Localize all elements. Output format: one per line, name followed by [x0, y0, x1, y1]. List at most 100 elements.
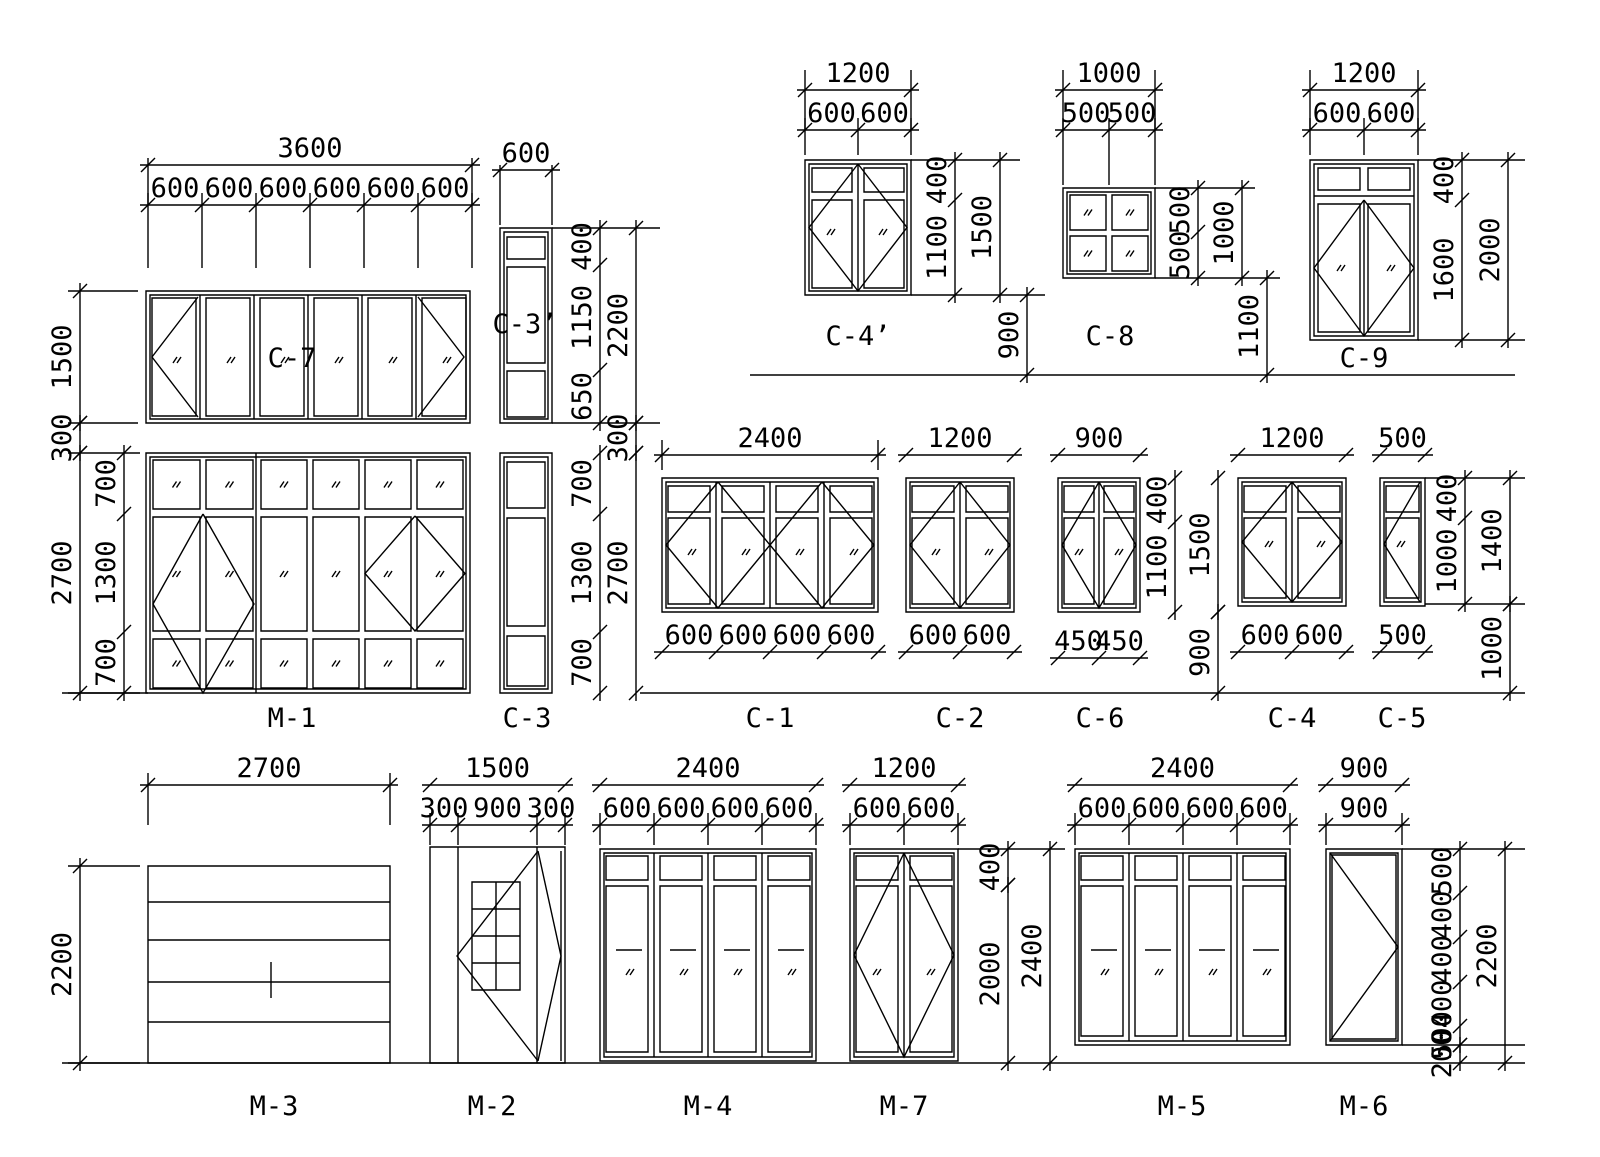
- dimension-value: 600: [1239, 793, 1288, 824]
- glass-pane: [1332, 855, 1396, 1039]
- dimension-value: 700: [567, 459, 598, 508]
- glazing-mark: [226, 482, 230, 488]
- dimension-tick: [899, 645, 913, 659]
- dimension-tick: [629, 416, 643, 430]
- glass-pane: [1368, 204, 1410, 332]
- dimension-value: 300: [47, 414, 78, 463]
- glazing-mark: [173, 482, 177, 488]
- glazing-mark: [854, 549, 858, 555]
- glass-pane: [1243, 886, 1285, 1036]
- dimension-value: 300: [603, 414, 634, 463]
- dimension-tick: [1231, 645, 1245, 659]
- swing-line: [538, 851, 561, 1061]
- glazing-mark: [173, 357, 177, 363]
- glazing-mark: [927, 969, 931, 975]
- glazing-mark: [1337, 265, 1341, 271]
- glazing-mark: [332, 571, 336, 577]
- dimension-tick: [1168, 515, 1182, 529]
- glazing-mark: [1265, 541, 1269, 547]
- glass-pane: [768, 856, 810, 880]
- dimension-tick: [1211, 605, 1225, 619]
- element-label: C-5: [1378, 703, 1427, 734]
- glazing-mark: [1079, 549, 1083, 555]
- dimension-tick: [117, 625, 131, 639]
- glass-pane: [1386, 486, 1419, 512]
- dimension-value: 450: [1054, 626, 1103, 657]
- dimension-value: 2000: [1475, 217, 1506, 282]
- glass-pane: [1298, 518, 1340, 598]
- glass-pane: [1298, 486, 1340, 512]
- glazing-mark: [684, 969, 688, 975]
- dimension-value: 600: [827, 620, 876, 651]
- dimension-tick: [1373, 645, 1387, 659]
- glass-pane: [1189, 856, 1231, 880]
- dimension-value: 2700: [47, 540, 78, 605]
- dimension-value: 700: [567, 638, 598, 687]
- dimension-tick: [1211, 471, 1225, 485]
- glass-pane: [1318, 204, 1360, 332]
- dimension-value: 700: [91, 459, 122, 508]
- dimension-value: 900: [1340, 753, 1389, 784]
- glass-pane: [507, 371, 545, 417]
- glazing-mark: [436, 482, 440, 488]
- dimension-tick: [593, 446, 607, 460]
- glazing-mark: [1115, 549, 1119, 555]
- element-label: M-7: [880, 1091, 929, 1122]
- dimension-value: 600: [711, 793, 760, 824]
- glass-pane: [313, 460, 359, 509]
- glass-pane: [1104, 518, 1134, 604]
- glazing-mark: [227, 357, 231, 363]
- glazing-mark: [280, 482, 284, 488]
- glass-pane: [812, 200, 852, 288]
- glass-pane: [153, 639, 200, 688]
- glazing-mark: [1105, 969, 1109, 975]
- dimension-value: 2700: [236, 753, 301, 784]
- dimension-tick: [1001, 878, 1015, 892]
- glass-pane: [856, 856, 898, 880]
- dimension-tick: [593, 625, 607, 639]
- glass-pane: [261, 517, 307, 631]
- dimension-value: 600: [657, 793, 706, 824]
- glass-pane: [910, 886, 952, 1052]
- dimension-tick: [1319, 778, 1333, 792]
- glazing-mark: [1321, 541, 1325, 547]
- frame-rect: [1380, 478, 1425, 606]
- glass-pane: [365, 639, 411, 688]
- glazing-mark: [626, 969, 630, 975]
- dimension-tick: [1453, 975, 1467, 989]
- glazing-mark: [1213, 969, 1217, 975]
- dimension-tick: [1051, 651, 1065, 665]
- frame-rect: [850, 849, 958, 1061]
- dimension-value: 500: [1108, 98, 1157, 129]
- dimension-value: 1200: [1259, 423, 1324, 454]
- frame-rect: [150, 457, 466, 689]
- swing-line: [1062, 482, 1136, 608]
- swing-line: [666, 482, 770, 608]
- dimension-tick: [1418, 448, 1432, 462]
- glass-pane: [912, 486, 954, 512]
- glass-pane: [1064, 486, 1094, 512]
- glazing-mark: [447, 357, 451, 363]
- swing-line: [153, 514, 254, 693]
- dimension-value: 300: [420, 793, 469, 824]
- dimension-value: 500: [1427, 847, 1458, 896]
- dimension-tick: [763, 645, 777, 659]
- dimension-tick: [629, 446, 643, 460]
- frame-rect: [1310, 160, 1418, 340]
- glazing-mark: [440, 661, 444, 667]
- dimension-value: 600: [259, 173, 308, 204]
- glazing-mark: [388, 661, 392, 667]
- glass-pane: [507, 518, 545, 626]
- dimension-value: 600: [807, 98, 856, 129]
- glass-pane: [261, 460, 307, 509]
- dimension-tick: [1051, 448, 1065, 462]
- dimension-value: 600: [665, 620, 714, 651]
- frame-rect: [500, 228, 552, 423]
- dimension-value: 1200: [871, 753, 936, 784]
- element-label: C-4: [1268, 703, 1317, 734]
- dimension-value: 2000: [975, 941, 1006, 1006]
- dimension-tick: [1453, 886, 1467, 900]
- glazing-mark: [1209, 969, 1213, 975]
- dimension-value: 400: [1142, 476, 1173, 525]
- glazing-mark: [284, 482, 288, 488]
